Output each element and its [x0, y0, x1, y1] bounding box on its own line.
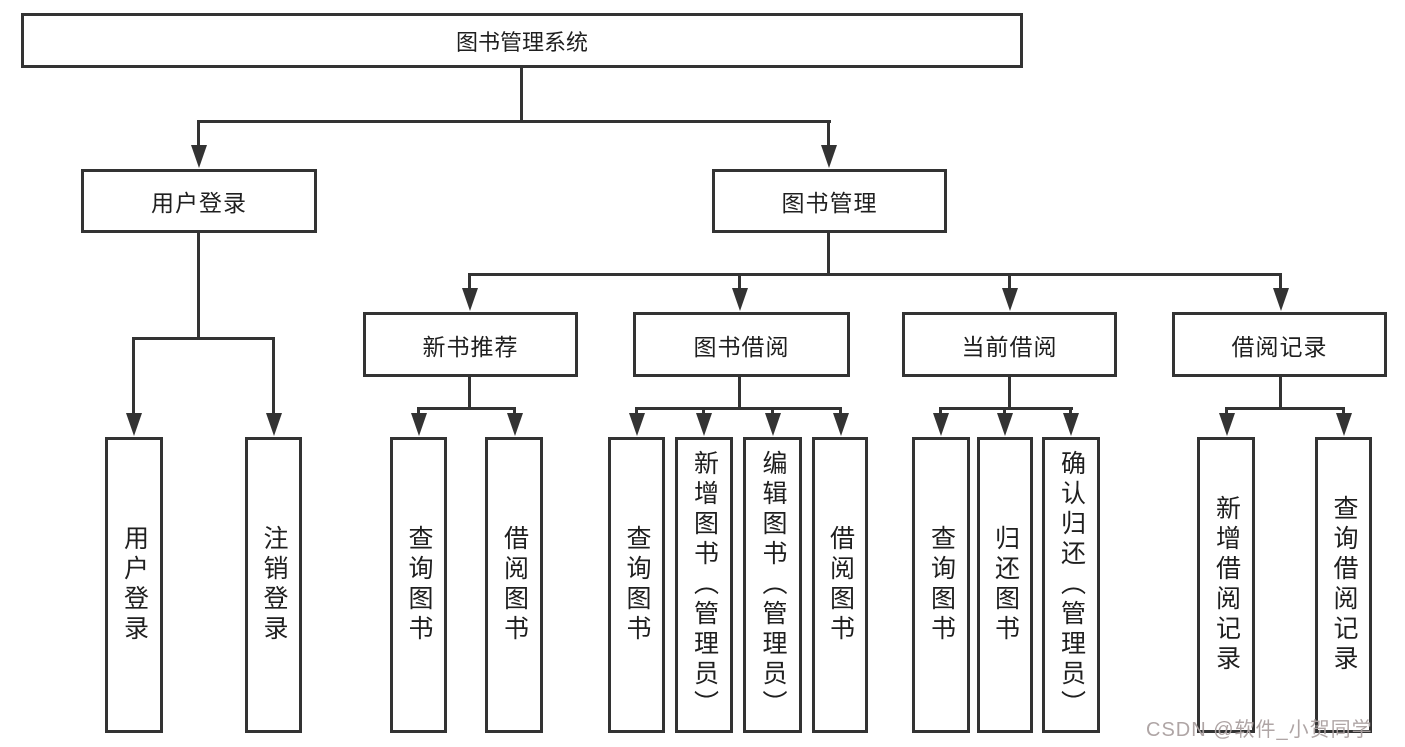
leaf-query-books-1: 查询图书	[390, 437, 447, 733]
node-borrow-records-label: 借阅记录	[1231, 333, 1328, 360]
leaf-borrow-books-2: 借阅图书	[812, 437, 868, 733]
connector-split	[635, 407, 842, 410]
connector-drop	[1342, 407, 1345, 417]
arrow-down-icon	[411, 413, 427, 436]
leaf-add-borrow-record: 新增借阅记录	[1197, 437, 1255, 733]
node-book-management: 图书管理	[712, 169, 947, 233]
connector-drop	[939, 407, 942, 417]
arrow-down-icon	[1063, 413, 1079, 436]
arrow-down-icon	[462, 288, 478, 311]
leaf-return-books-label: 归还图书	[991, 525, 1020, 645]
leaf-query-borrow-record: 查询借阅记录	[1315, 437, 1372, 733]
arrow-down-icon	[191, 145, 207, 168]
connector-drop	[1069, 407, 1072, 417]
connector-split	[939, 407, 1073, 410]
connector-l1-split	[197, 120, 831, 123]
connector-l3-split	[468, 273, 1282, 276]
watermark: CSDN @软件_小贺同学	[1146, 719, 1373, 741]
connector-book-mgmt-stem	[827, 233, 830, 276]
leaf-borrow-books-1: 借阅图书	[485, 437, 543, 733]
arrow-down-icon	[765, 413, 781, 436]
leaf-query-books-3-label: 查询图书	[927, 525, 956, 645]
connector-drop	[468, 273, 471, 292]
leaf-add-books-admin-label: 新增图书（管理员）	[690, 450, 719, 720]
leaf-return-books: 归还图书	[977, 437, 1033, 733]
node-current-borrow: 当前借阅	[902, 312, 1117, 377]
arrow-down-icon	[1219, 413, 1235, 436]
node-root-label: 图书管理系统	[455, 29, 588, 55]
arrow-down-icon	[933, 413, 949, 436]
connector-drop	[839, 407, 842, 417]
arrow-down-icon	[1273, 288, 1289, 311]
connector-stem	[1008, 377, 1011, 410]
connector-stem	[738, 377, 741, 410]
connector-user-login-stem	[197, 233, 200, 340]
node-book-borrow: 图书借阅	[633, 312, 850, 377]
leaf-confirm-return-admin: 确认归还（管理员）	[1042, 437, 1100, 733]
arrow-down-icon	[507, 413, 523, 436]
connector-drop	[702, 407, 705, 417]
node-new-book-recommend: 新书推荐	[363, 312, 578, 377]
connector-l1-right-drop	[827, 120, 830, 150]
leaf-borrow-books-1-label: 借阅图书	[500, 525, 529, 645]
node-user-login-label: 用户登录	[151, 190, 247, 216]
connector-user-login-split	[132, 337, 275, 340]
connector-drop	[1008, 273, 1011, 292]
connector-drop	[513, 407, 516, 417]
node-new-book-recommend-label: 新书推荐	[422, 333, 519, 360]
arrow-down-icon	[1336, 413, 1352, 436]
leaf-query-books-2: 查询图书	[608, 437, 665, 733]
leaf-logout: 注销登录	[245, 437, 302, 733]
arrow-down-icon	[732, 288, 748, 311]
arrow-down-icon	[696, 413, 712, 436]
arrow-down-icon	[833, 413, 849, 436]
connector-drop	[1279, 273, 1282, 292]
arrow-down-icon	[997, 413, 1013, 436]
node-borrow-records: 借阅记录	[1172, 312, 1387, 377]
leaf-logout-label: 注销登录	[260, 525, 288, 645]
connector-drop	[1003, 407, 1006, 417]
leaf-add-books-admin: 新增图书（管理员）	[675, 437, 733, 733]
connector-l1-left-drop	[197, 120, 200, 150]
arrow-down-icon	[821, 145, 837, 168]
connector-drop	[272, 337, 275, 417]
arrow-down-icon	[266, 413, 282, 436]
connector-drop	[132, 337, 135, 417]
connector-stem	[1279, 377, 1282, 410]
connector-root-stem	[520, 68, 523, 123]
arrow-down-icon	[1002, 288, 1018, 311]
connector-split	[417, 407, 516, 410]
node-current-borrow-label: 当前借阅	[961, 333, 1058, 360]
leaf-query-books-3: 查询图书	[912, 437, 970, 733]
leaf-query-borrow-record-label: 查询借阅记录	[1330, 495, 1358, 675]
leaf-borrow-books-2-label: 借阅图书	[826, 525, 855, 645]
leaf-user-login-label: 用户登录	[120, 525, 149, 645]
leaf-query-books-1-label: 查询图书	[405, 525, 433, 645]
connector-drop	[417, 407, 420, 417]
leaf-confirm-return-admin-label: 确认归还（管理员）	[1057, 450, 1086, 720]
arrow-down-icon	[629, 413, 645, 436]
connector-drop	[635, 407, 638, 417]
connector-split	[1225, 407, 1345, 410]
leaf-user-login: 用户登录	[105, 437, 163, 733]
leaf-add-borrow-record-label: 新增借阅记录	[1212, 495, 1241, 675]
leaf-edit-books-admin-label: 编辑图书（管理员）	[759, 450, 787, 720]
node-root: 图书管理系统	[21, 13, 1023, 68]
leaf-edit-books-admin: 编辑图书（管理员）	[743, 437, 802, 733]
connector-drop	[771, 407, 774, 417]
leaf-query-books-2-label: 查询图书	[623, 525, 651, 645]
node-book-management-label: 图书管理	[781, 190, 878, 216]
connector-drop	[738, 273, 741, 292]
node-book-borrow-label: 图书借阅	[693, 333, 790, 360]
connector-drop	[1225, 407, 1228, 417]
connector-stem	[468, 377, 471, 410]
arrow-down-icon	[126, 413, 142, 436]
node-user-login: 用户登录	[81, 169, 317, 233]
